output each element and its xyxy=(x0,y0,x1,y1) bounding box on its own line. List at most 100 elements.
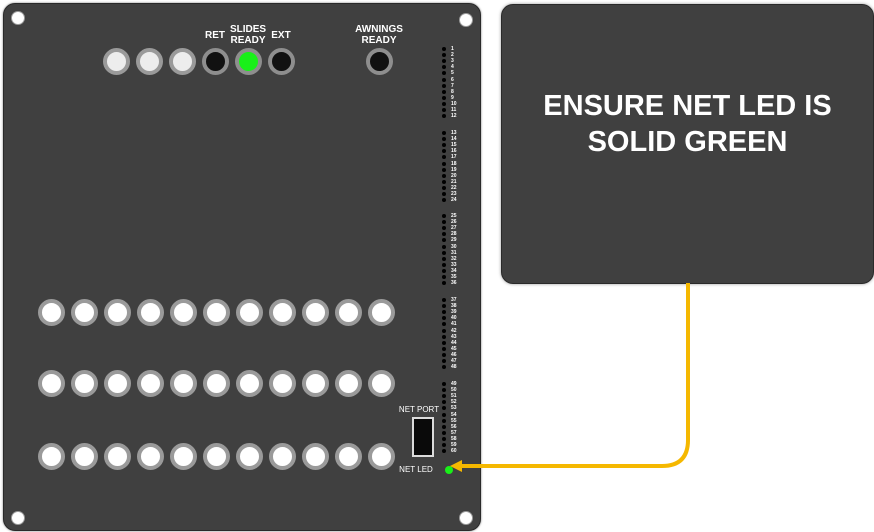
pin-dot xyxy=(442,114,446,119)
grid-button[interactable] xyxy=(170,370,197,397)
pin-dot xyxy=(442,394,446,399)
pin: 54 xyxy=(440,412,480,419)
pin: 7 xyxy=(440,83,480,90)
pin-number: 3 xyxy=(451,58,454,65)
pin: 33 xyxy=(440,262,480,269)
grid-button[interactable] xyxy=(104,443,131,470)
pin-dot xyxy=(442,310,446,315)
pin-dot xyxy=(442,406,446,411)
pin-number: 8 xyxy=(451,88,454,95)
pin-number: 48 xyxy=(451,364,457,371)
pin: 16 xyxy=(440,148,480,155)
grid-button[interactable] xyxy=(71,443,98,470)
pin-dot xyxy=(442,198,446,203)
grid-button[interactable] xyxy=(71,370,98,397)
ext-button[interactable] xyxy=(268,48,295,75)
grid-button[interactable] xyxy=(335,443,362,470)
grid-button[interactable] xyxy=(170,443,197,470)
pin-number: 36 xyxy=(451,280,457,287)
pin-number: 38 xyxy=(451,303,457,310)
grid-button[interactable] xyxy=(269,299,296,326)
pin-number: 27 xyxy=(451,225,457,232)
pin-dot xyxy=(442,304,446,309)
pin: 56 xyxy=(440,424,480,431)
pin: 20 xyxy=(440,173,480,180)
grid-button[interactable] xyxy=(236,370,263,397)
pin-dot xyxy=(442,359,446,363)
grid-button[interactable] xyxy=(236,443,263,470)
pin: 3 xyxy=(440,58,480,65)
pin-dot xyxy=(442,268,446,273)
pin: 57 xyxy=(440,430,480,437)
screw-bottom-left xyxy=(11,511,25,525)
grid-button[interactable] xyxy=(137,443,164,470)
pin: 22 xyxy=(440,185,480,192)
grid-button[interactable] xyxy=(203,370,230,397)
ret-button[interactable] xyxy=(202,48,229,75)
pin-dot xyxy=(442,250,446,255)
grid-button[interactable] xyxy=(104,370,131,397)
awnings-ready-button[interactable] xyxy=(366,48,393,75)
pin: 58 xyxy=(440,436,480,443)
grid-button[interactable] xyxy=(38,299,65,326)
pin-number: 14 xyxy=(451,136,457,143)
slides-ready-button[interactable] xyxy=(235,48,262,75)
grid-button[interactable] xyxy=(368,299,395,326)
pin-number: 45 xyxy=(451,345,457,352)
top-button-2[interactable] xyxy=(136,48,163,75)
ext-label: EXT xyxy=(271,30,291,41)
pin-number: 59 xyxy=(451,442,457,448)
pin-dot xyxy=(442,412,446,417)
pin-number: 28 xyxy=(451,231,457,238)
pin-dot xyxy=(442,388,446,393)
grid-button[interactable] xyxy=(335,370,362,397)
pin: 17 xyxy=(440,154,480,161)
pin: 4 xyxy=(440,64,480,71)
grid-button[interactable] xyxy=(269,443,296,470)
grid-button[interactable] xyxy=(302,443,329,470)
pin-dot xyxy=(442,436,446,441)
grid-button[interactable] xyxy=(269,370,296,397)
grid-button[interactable] xyxy=(203,299,230,326)
pin-number: 51 xyxy=(451,393,457,400)
top-button-3[interactable] xyxy=(169,48,196,75)
pin-number: 16 xyxy=(451,148,457,155)
top-button-1[interactable] xyxy=(103,48,130,75)
grid-button[interactable] xyxy=(38,443,65,470)
grid-button[interactable] xyxy=(203,443,230,470)
pin: 55 xyxy=(440,418,480,425)
pin: 47 xyxy=(440,358,480,365)
pin-dot xyxy=(442,167,446,172)
grid-button[interactable] xyxy=(368,443,395,470)
pin: 43 xyxy=(440,334,480,341)
arrow-head xyxy=(450,460,462,472)
net-port[interactable] xyxy=(412,417,434,457)
pin-dot xyxy=(442,298,446,302)
grid-button[interactable] xyxy=(137,299,164,326)
pin: 10 xyxy=(440,101,480,108)
grid-button[interactable] xyxy=(71,299,98,326)
grid-button[interactable] xyxy=(38,370,65,397)
pin-dot xyxy=(442,47,446,51)
pin-number: 41 xyxy=(451,321,457,328)
pin-dot xyxy=(442,226,446,231)
pin: 29 xyxy=(440,237,480,244)
grid-button[interactable] xyxy=(302,370,329,397)
grid-button[interactable] xyxy=(302,299,329,326)
pin-number: 39 xyxy=(451,309,457,316)
grid-button[interactable] xyxy=(170,299,197,326)
pin: 30 xyxy=(440,244,480,251)
pin: 14 xyxy=(440,136,480,143)
grid-button[interactable] xyxy=(236,299,263,326)
grid-button[interactable] xyxy=(104,299,131,326)
pin-number: 49 xyxy=(451,381,457,387)
grid-button[interactable] xyxy=(335,299,362,326)
pin-dot xyxy=(442,173,446,178)
grid-button[interactable] xyxy=(137,370,164,397)
pin-number: 13 xyxy=(451,130,457,136)
pin-dot xyxy=(442,334,446,339)
pin-number: 12 xyxy=(451,113,457,120)
grid-button[interactable] xyxy=(368,370,395,397)
